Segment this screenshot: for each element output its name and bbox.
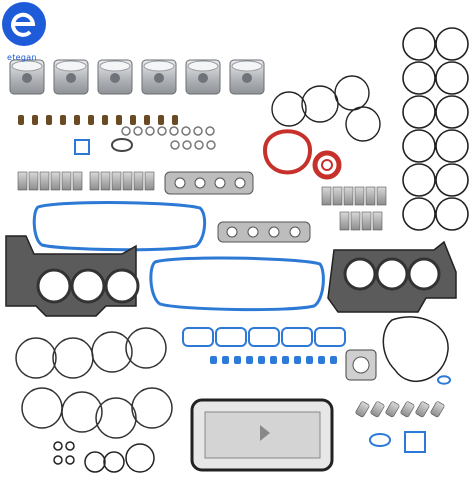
bearing-shells-right — [321, 186, 387, 231]
blue-valve-seals — [210, 356, 337, 364]
valve-stem-seals — [18, 115, 178, 125]
cylinder-head-gasket-right — [327, 240, 457, 313]
oil-pan-gasket — [190, 398, 334, 472]
valve-cover-gaskets — [32, 201, 325, 312]
timing-cover-seals — [262, 129, 342, 180]
brand-logo-icon — [2, 2, 46, 46]
timing-cover-gasket — [382, 316, 449, 382]
blue-small-gaskets — [74, 138, 134, 155]
exhaust-manifold-gasket-lower — [217, 221, 311, 243]
small-o-rings-bottom — [53, 441, 155, 473]
piston-set — [9, 59, 265, 95]
small-clip-rings — [121, 126, 216, 150]
o-ring-set-center — [271, 75, 381, 142]
intake-port-gaskets — [182, 327, 346, 347]
blue-thermostat-gaskets — [368, 375, 452, 453]
water-pump-gasket — [345, 349, 377, 381]
piston-ring-sets — [15, 327, 173, 439]
exhaust-manifold-gasket-upper — [164, 171, 254, 195]
brand-name: etegan — [7, 53, 37, 62]
valve-lifters — [355, 401, 445, 418]
bearing-shells-left — [17, 171, 155, 191]
cylinder-head-gasket-left — [5, 235, 140, 317]
o-ring-set-right — [402, 27, 469, 231]
